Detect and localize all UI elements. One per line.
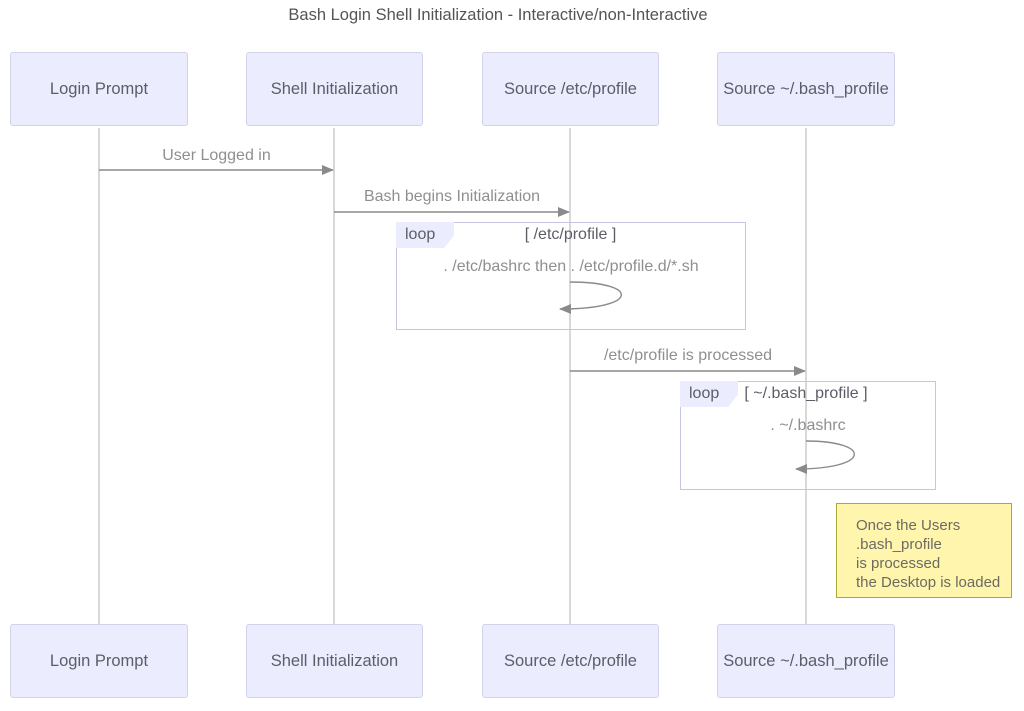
loop-condition-label: [ /etc/profile ] — [524, 226, 617, 243]
loop-block-bash-profile — [680, 381, 936, 490]
message-label-user-logged-in: User Logged in — [162, 147, 271, 164]
actor-bottom-source-bash-profile: Source ~/.bash_profile — [717, 624, 895, 698]
actor-label: Source /etc/profile — [504, 79, 637, 98]
actor-bottom-source-etc-profile: Source /etc/profile — [482, 624, 659, 698]
loop-message-label: . ~/.bashrc — [770, 417, 846, 434]
note-line: Once the Users — [856, 517, 961, 534]
lifeline-shell-initialization — [333, 128, 335, 625]
lifeline-source-bash-profile — [805, 128, 807, 625]
actor-top-source-etc-profile: Source /etc/profile — [482, 52, 659, 126]
loop-keyword-tab: loop — [680, 381, 738, 407]
message-label-bash-begins-initialization: Bash begins Initialization — [363, 188, 541, 205]
note-line: the Desktop is loaded — [856, 574, 1001, 591]
actor-label: Shell Initialization — [270, 651, 399, 670]
actor-label: Source ~/.bash_profile — [723, 651, 889, 670]
actor-label: Login Prompt — [49, 79, 149, 98]
actor-label: Source /etc/profile — [504, 651, 637, 670]
actor-bottom-login-prompt: Login Prompt — [10, 624, 188, 698]
loop-message-label: . /etc/bashrc then . /etc/profile.d/*.sh — [443, 258, 699, 275]
note-line: .bash_profile — [856, 536, 942, 553]
lifeline-login-prompt — [98, 128, 100, 625]
actor-top-source-bash-profile: Source ~/.bash_profile — [717, 52, 895, 126]
note-box: Once the Users .bash_profile is processe… — [836, 503, 1012, 598]
lifeline-source-etc-profile — [569, 128, 571, 625]
loop-condition-label: [ ~/.bash_profile ] — [744, 385, 868, 402]
actor-top-login-prompt: Login Prompt — [10, 52, 188, 126]
diagram-title: Bash Login Shell Initialization - Intera… — [288, 6, 708, 24]
actor-top-shell-initialization: Shell Initialization — [246, 52, 423, 126]
actor-label: Login Prompt — [49, 651, 149, 670]
message-label-etc-profile-processed: /etc/profile is processed — [603, 347, 773, 364]
note-line: is processed — [856, 555, 941, 572]
actor-label: Shell Initialization — [270, 79, 399, 98]
loop-block-etc-profile — [396, 222, 746, 330]
loop-keyword-tab: loop — [396, 222, 454, 248]
actor-bottom-shell-initialization: Shell Initialization — [246, 624, 423, 698]
actor-label: Source ~/.bash_profile — [723, 79, 889, 98]
